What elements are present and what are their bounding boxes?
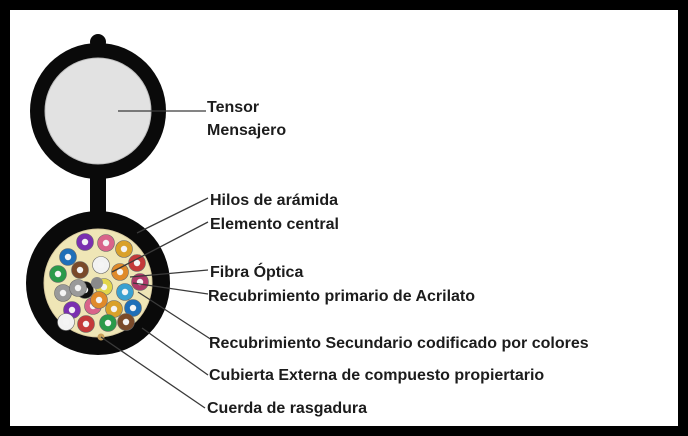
cable-web — [90, 170, 106, 222]
messenger-wire — [30, 34, 166, 179]
label-recubrimiento-primario: Recubrimiento primario de Acrilato — [208, 288, 476, 305]
fiber-core — [120, 245, 128, 253]
fiber-core — [64, 253, 72, 261]
fiber-core — [62, 318, 70, 326]
fiber-core — [95, 296, 103, 304]
leader-line — [100, 336, 206, 409]
leader-line — [136, 197, 209, 234]
fiber-core — [97, 261, 105, 269]
fiber-core — [54, 270, 62, 278]
fiber-core — [102, 239, 110, 247]
fiber-core — [129, 304, 137, 312]
fiber-core — [104, 319, 112, 327]
leader-line — [129, 269, 209, 278]
label-hilos-aramida: Hilos de arámida — [210, 192, 339, 209]
leader-line — [111, 221, 209, 273]
fiber-core — [110, 305, 118, 313]
fiber-core — [68, 306, 76, 314]
leader-line — [141, 327, 209, 376]
label-cubierta-externa: Cubierta Externa de compuesto propiertar… — [209, 367, 545, 384]
label-mensajero: Mensajero — [207, 122, 287, 139]
leader-lines — [100, 110, 213, 409]
label-recubrimiento-secundario: Recubrimiento Secundario codificado por … — [209, 335, 589, 352]
fiber-bundle — [49, 233, 149, 333]
leader-line — [132, 282, 209, 295]
fiber-core — [133, 259, 141, 267]
label-tensor: Tensor — [207, 99, 260, 116]
fiber-core — [116, 268, 124, 276]
fiber-core — [122, 318, 130, 326]
central-strength-member — [91, 277, 103, 289]
leader-line — [137, 291, 213, 341]
fiber-core — [82, 320, 90, 328]
fiber-core — [76, 266, 84, 274]
fiber-core — [81, 238, 89, 246]
fiber-core — [121, 288, 129, 296]
fiber-core — [59, 289, 67, 297]
label-fibra-optica: Fibra Óptica — [210, 264, 304, 281]
label-elemento-central: Elemento central — [210, 216, 339, 233]
label-cuerda-rasgadura: Cuerda de rasgadura — [207, 400, 368, 417]
fiber-core — [74, 284, 82, 292]
